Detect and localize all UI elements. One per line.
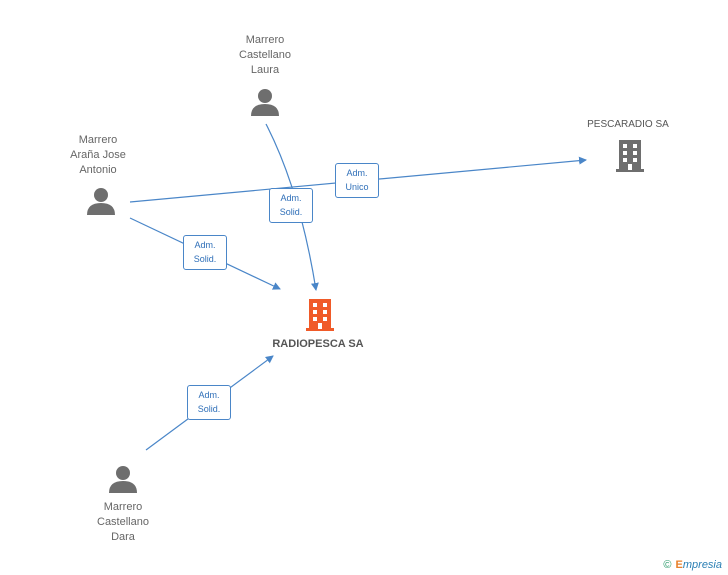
company-label-radiopesca: RADIOPESCA SA <box>272 338 364 350</box>
brand-name: mpresia <box>682 559 722 571</box>
edge-label-adm-solid-dara: Adm. Solid. <box>187 385 231 420</box>
person-label-jose: Marrero Araña Jose Antonio <box>70 134 126 176</box>
brand-logo-letter: E <box>675 559 683 571</box>
copyright-symbol: © <box>663 559 672 571</box>
building-icon[interactable] <box>614 138 646 172</box>
person-icon[interactable] <box>108 464 138 494</box>
edge-label-adm-solid-laura: Adm. Solid. <box>269 188 313 223</box>
person-icon[interactable] <box>86 186 116 216</box>
brand-watermark: ©Empresia <box>663 559 722 571</box>
company-label-pescaradio: PESCARADIO SA <box>587 119 669 130</box>
person-label-dara: Marrero Castellano Dara <box>97 501 149 543</box>
edge-label-adm-solid-jose: Adm. Solid. <box>183 235 227 270</box>
building-icon[interactable] <box>304 297 336 331</box>
edge-label-adm-unico: Adm. Unico <box>335 163 379 198</box>
person-label-laura: Marrero Castellano Laura <box>239 34 291 76</box>
person-icon[interactable] <box>250 87 280 117</box>
